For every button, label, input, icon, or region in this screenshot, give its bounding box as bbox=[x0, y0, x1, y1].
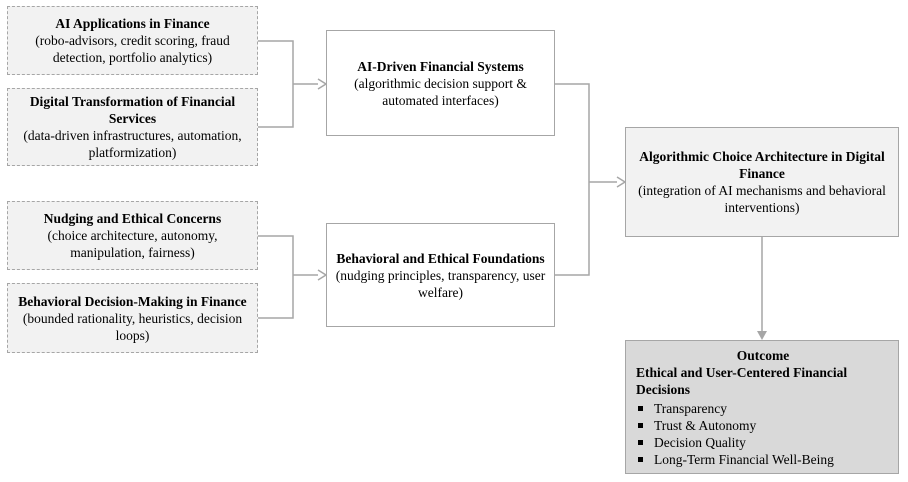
box-subtitle: (nudging principles, transparency, user … bbox=[335, 267, 546, 300]
box-title: AI Applications in Finance bbox=[55, 16, 210, 31]
connector-bracket-middle bbox=[555, 83, 590, 276]
box-title: Digital Transformation of Financial Serv… bbox=[29, 94, 236, 126]
box-digital-transformation: Digital Transformation of Financial Serv… bbox=[7, 88, 258, 166]
box-title: Nudging and Ethical Concerns bbox=[43, 211, 222, 226]
box-algorithmic-choice-architecture: Algorithmic Choice Architecture in Digit… bbox=[625, 127, 899, 237]
outcome-title: Outcome bbox=[736, 348, 790, 363]
box-ai-driven-systems: AI-Driven Financial Systems (algorithmic… bbox=[326, 30, 555, 136]
box-ai-applications: AI Applications in Finance (robo-advisor… bbox=[7, 6, 258, 75]
box-title: Algorithmic Choice Architecture in Digit… bbox=[639, 149, 885, 181]
box-title: Behavioral and Ethical Foundations bbox=[336, 250, 545, 266]
box-nudging-ethical: Nudging and Ethical Concerns (choice arc… bbox=[7, 201, 258, 270]
outcome-list: Transparency Trust & Autonomy Decision Q… bbox=[636, 400, 890, 468]
outcome-list-item: Decision Quality bbox=[636, 434, 890, 451]
outcome-list-item: Trust & Autonomy bbox=[636, 417, 890, 434]
box-subtitle: (bounded rationality, heuristics, decisi… bbox=[22, 310, 243, 343]
box-subtitle: (algorithmic decision support & automate… bbox=[354, 75, 527, 108]
arrowhead-architecture bbox=[616, 176, 627, 188]
outcome-list-item: Long-Term Financial Well-Being bbox=[636, 451, 890, 468]
box-subtitle: (integration of AI mechanisms and behavi… bbox=[638, 183, 886, 215]
box-subtitle: (choice architecture, autonomy, manipula… bbox=[47, 228, 218, 260]
connector-bracket-bottom bbox=[258, 235, 294, 319]
outcome-list-item: Transparency bbox=[636, 400, 890, 417]
arrowhead-outcome bbox=[757, 331, 767, 340]
box-title: AI-Driven Financial Systems bbox=[357, 58, 524, 74]
box-behavioral-decision-making: Behavioral Decision-Making in Finance (b… bbox=[7, 283, 258, 353]
box-subtitle: (robo-advisors, credit scoring, fraud de… bbox=[35, 33, 230, 65]
connector-bracket-top bbox=[258, 40, 294, 128]
arrowhead-ai-systems bbox=[317, 78, 328, 90]
outcome-subtitle: Ethical and User-Centered Financial Deci… bbox=[636, 365, 848, 397]
box-subtitle: (data-driven infrastructures, automation… bbox=[23, 128, 242, 160]
box-title: Behavioral Decision-Making in Finance bbox=[18, 293, 247, 309]
arrowhead-behavioral bbox=[317, 269, 328, 281]
box-behavioral-ethical-foundations: Behavioral and Ethical Foundations (nudg… bbox=[326, 223, 555, 327]
box-outcome: Outcome Ethical and User-Centered Financ… bbox=[625, 340, 899, 474]
